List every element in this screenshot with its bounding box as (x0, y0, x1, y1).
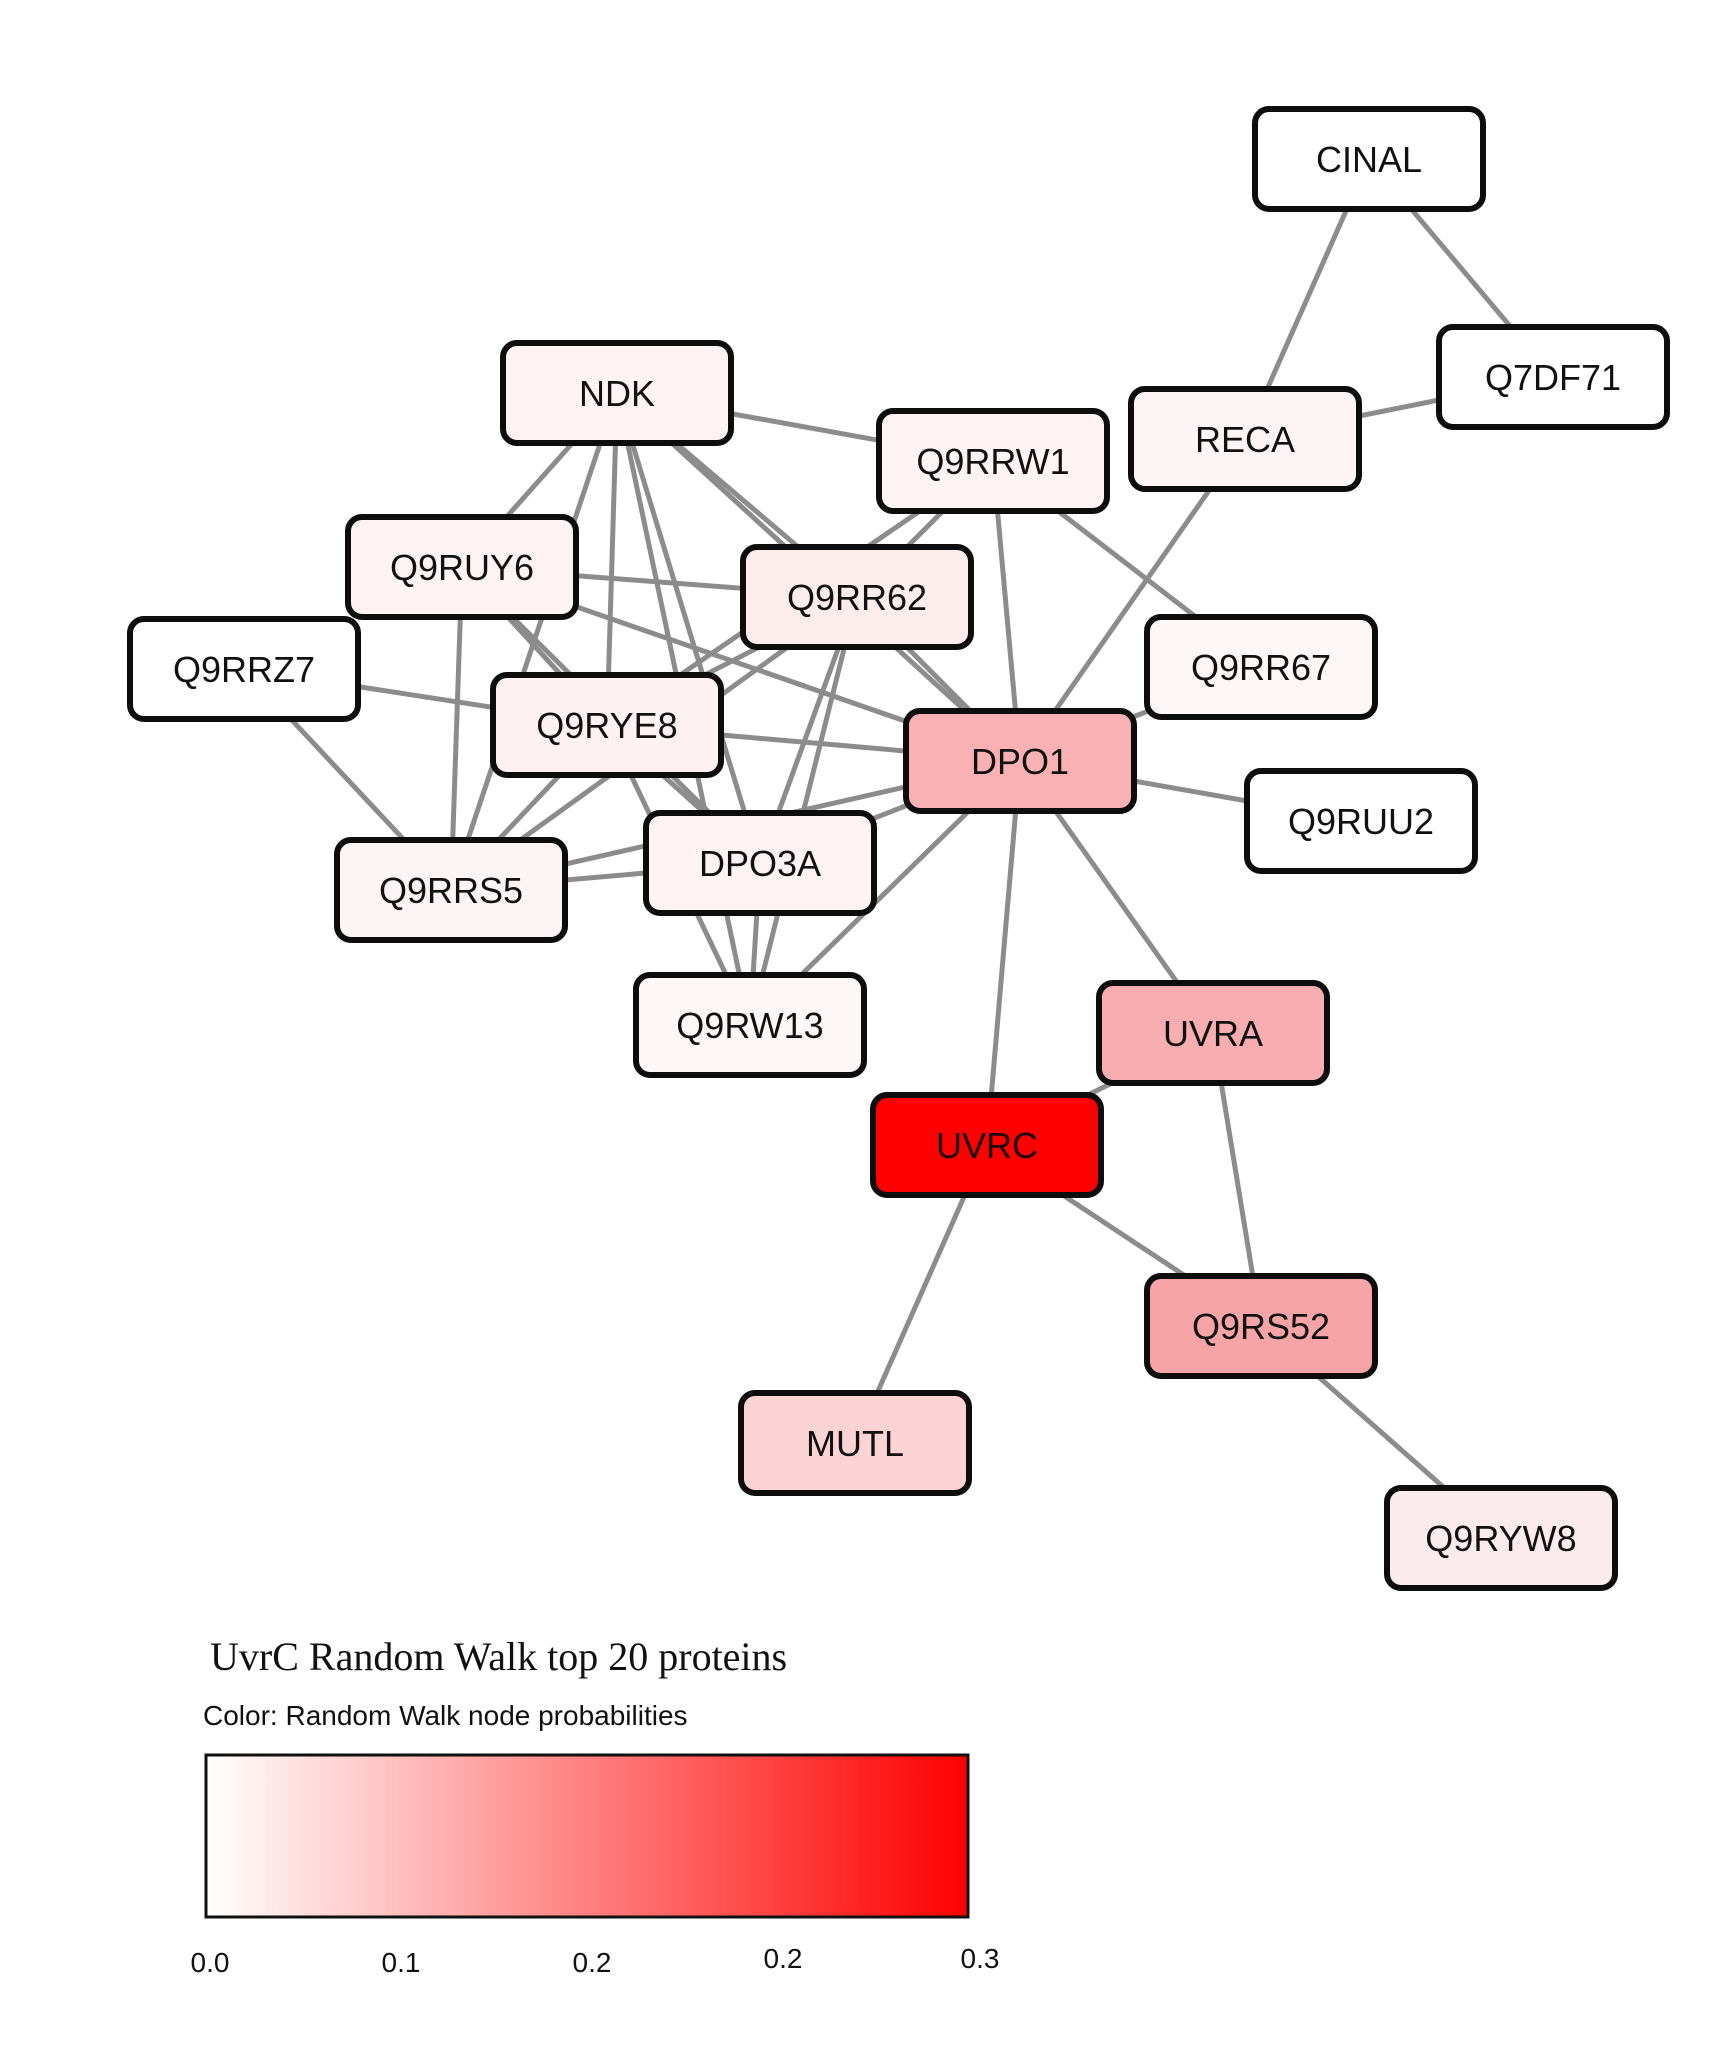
node-box (1252, 106, 1486, 212)
legend-subtitle: Color: Random Walk node probabilities (203, 1700, 688, 1731)
node-q9rs52[interactable]: Q9RS52 (1144, 1273, 1378, 1379)
node-label: DPO3A (699, 843, 821, 884)
node-q9ruu2[interactable]: Q9RUU2 (1244, 768, 1478, 874)
node-box (740, 544, 974, 650)
node-label: NDK (579, 373, 655, 414)
node-box (345, 514, 579, 620)
node-label: MUTL (806, 1423, 904, 1464)
node-label: Q9RRW1 (916, 441, 1069, 482)
node-cinal[interactable]: CINAL (1252, 106, 1486, 212)
node-q9rrz7[interactable]: Q9RRZ7 (127, 616, 361, 722)
node-box (334, 837, 568, 943)
node-dpo3a[interactable]: DPO3A (643, 810, 877, 916)
node-label: Q9RYW8 (1425, 1518, 1576, 1559)
node-box (1096, 980, 1330, 1086)
node-uvra[interactable]: UVRA (1096, 980, 1330, 1086)
node-box (1436, 324, 1670, 430)
edge-ndk-dpo3a (614, 392, 763, 864)
node-box (738, 1390, 972, 1496)
node-box (870, 1092, 1104, 1198)
edge-dpo1-uvrc (984, 760, 1023, 1146)
node-box (876, 408, 1110, 514)
node-q9ruy6[interactable]: Q9RUY6 (345, 514, 579, 620)
node-label: Q9RYE8 (536, 705, 677, 746)
node-label: UVRA (1163, 1013, 1263, 1054)
legend: UvrC Random Walk top 20 proteins Color: … (191, 1634, 1000, 1978)
node-box (490, 672, 724, 778)
node-label: RECA (1195, 419, 1295, 460)
legend-tick-4: 0.3 (961, 1943, 1000, 1974)
node-label: Q9RUU2 (1288, 801, 1434, 842)
node-box (643, 810, 877, 916)
edge-reca-dpo1 (1017, 437, 1248, 763)
node-q9ryw8[interactable]: Q9RYW8 (1384, 1485, 1618, 1591)
node-uvrc[interactable]: UVRC (870, 1092, 1104, 1198)
legend-title: UvrC Random Walk top 20 proteins (210, 1634, 787, 1679)
legend-tick-2: 0.2 (573, 1947, 612, 1978)
node-label: DPO1 (971, 741, 1069, 782)
node-box (1144, 614, 1378, 720)
edge-q9ruy6-q9rrs5 (448, 566, 465, 891)
node-q9rr67[interactable]: Q9RR67 (1144, 614, 1378, 720)
node-box (1128, 386, 1362, 492)
node-q9rye8[interactable]: Q9RYE8 (490, 672, 724, 778)
legend-tick-3: 0.2 (764, 1943, 803, 1974)
node-label: Q9RUY6 (390, 547, 534, 588)
node-label: Q9RR62 (787, 577, 927, 618)
node-reca[interactable]: RECA (1128, 386, 1362, 492)
legend-tick-1: 0.1 (382, 1947, 421, 1978)
node-box (1144, 1273, 1378, 1379)
node-ndk[interactable]: NDK (500, 340, 734, 446)
node-label: Q9RRS5 (379, 870, 523, 911)
node-box (500, 340, 734, 446)
node-dpo1[interactable]: DPO1 (903, 708, 1137, 814)
node-q9rw13[interactable]: Q9RW13 (633, 972, 867, 1078)
node-label: Q9RW13 (676, 1005, 823, 1046)
node-label: Q9RRZ7 (173, 649, 315, 690)
node-box (1384, 1485, 1618, 1591)
node-box (127, 616, 361, 722)
node-label: Q9RS52 (1192, 1306, 1330, 1347)
node-box (903, 708, 1137, 814)
node-q7df71[interactable]: Q7DF71 (1436, 324, 1670, 430)
node-box (1244, 768, 1478, 874)
node-box (633, 972, 867, 1078)
color-scale-bar (204, 1753, 970, 1919)
edge-ndk-q9rye8 (604, 392, 620, 726)
node-label: Q7DF71 (1485, 357, 1621, 398)
node-mutl[interactable]: MUTL (738, 1390, 972, 1496)
node-q9rrw1[interactable]: Q9RRW1 (876, 408, 1110, 514)
nodes-layer: CINAL Q7DF71 NDK Q9RRW1 RECA Q9RUY6Q9RR62Q9RR… (127, 106, 1670, 1591)
node-label: UVRC (936, 1125, 1038, 1166)
node-label: Q9RR67 (1191, 647, 1331, 688)
node-q9rr62[interactable]: Q9RR62 (740, 544, 974, 650)
legend-tick-0: 0.0 (191, 1947, 230, 1978)
node-label: CINAL (1316, 139, 1422, 180)
node-q9rrs5[interactable]: Q9RRS5 (334, 837, 568, 943)
